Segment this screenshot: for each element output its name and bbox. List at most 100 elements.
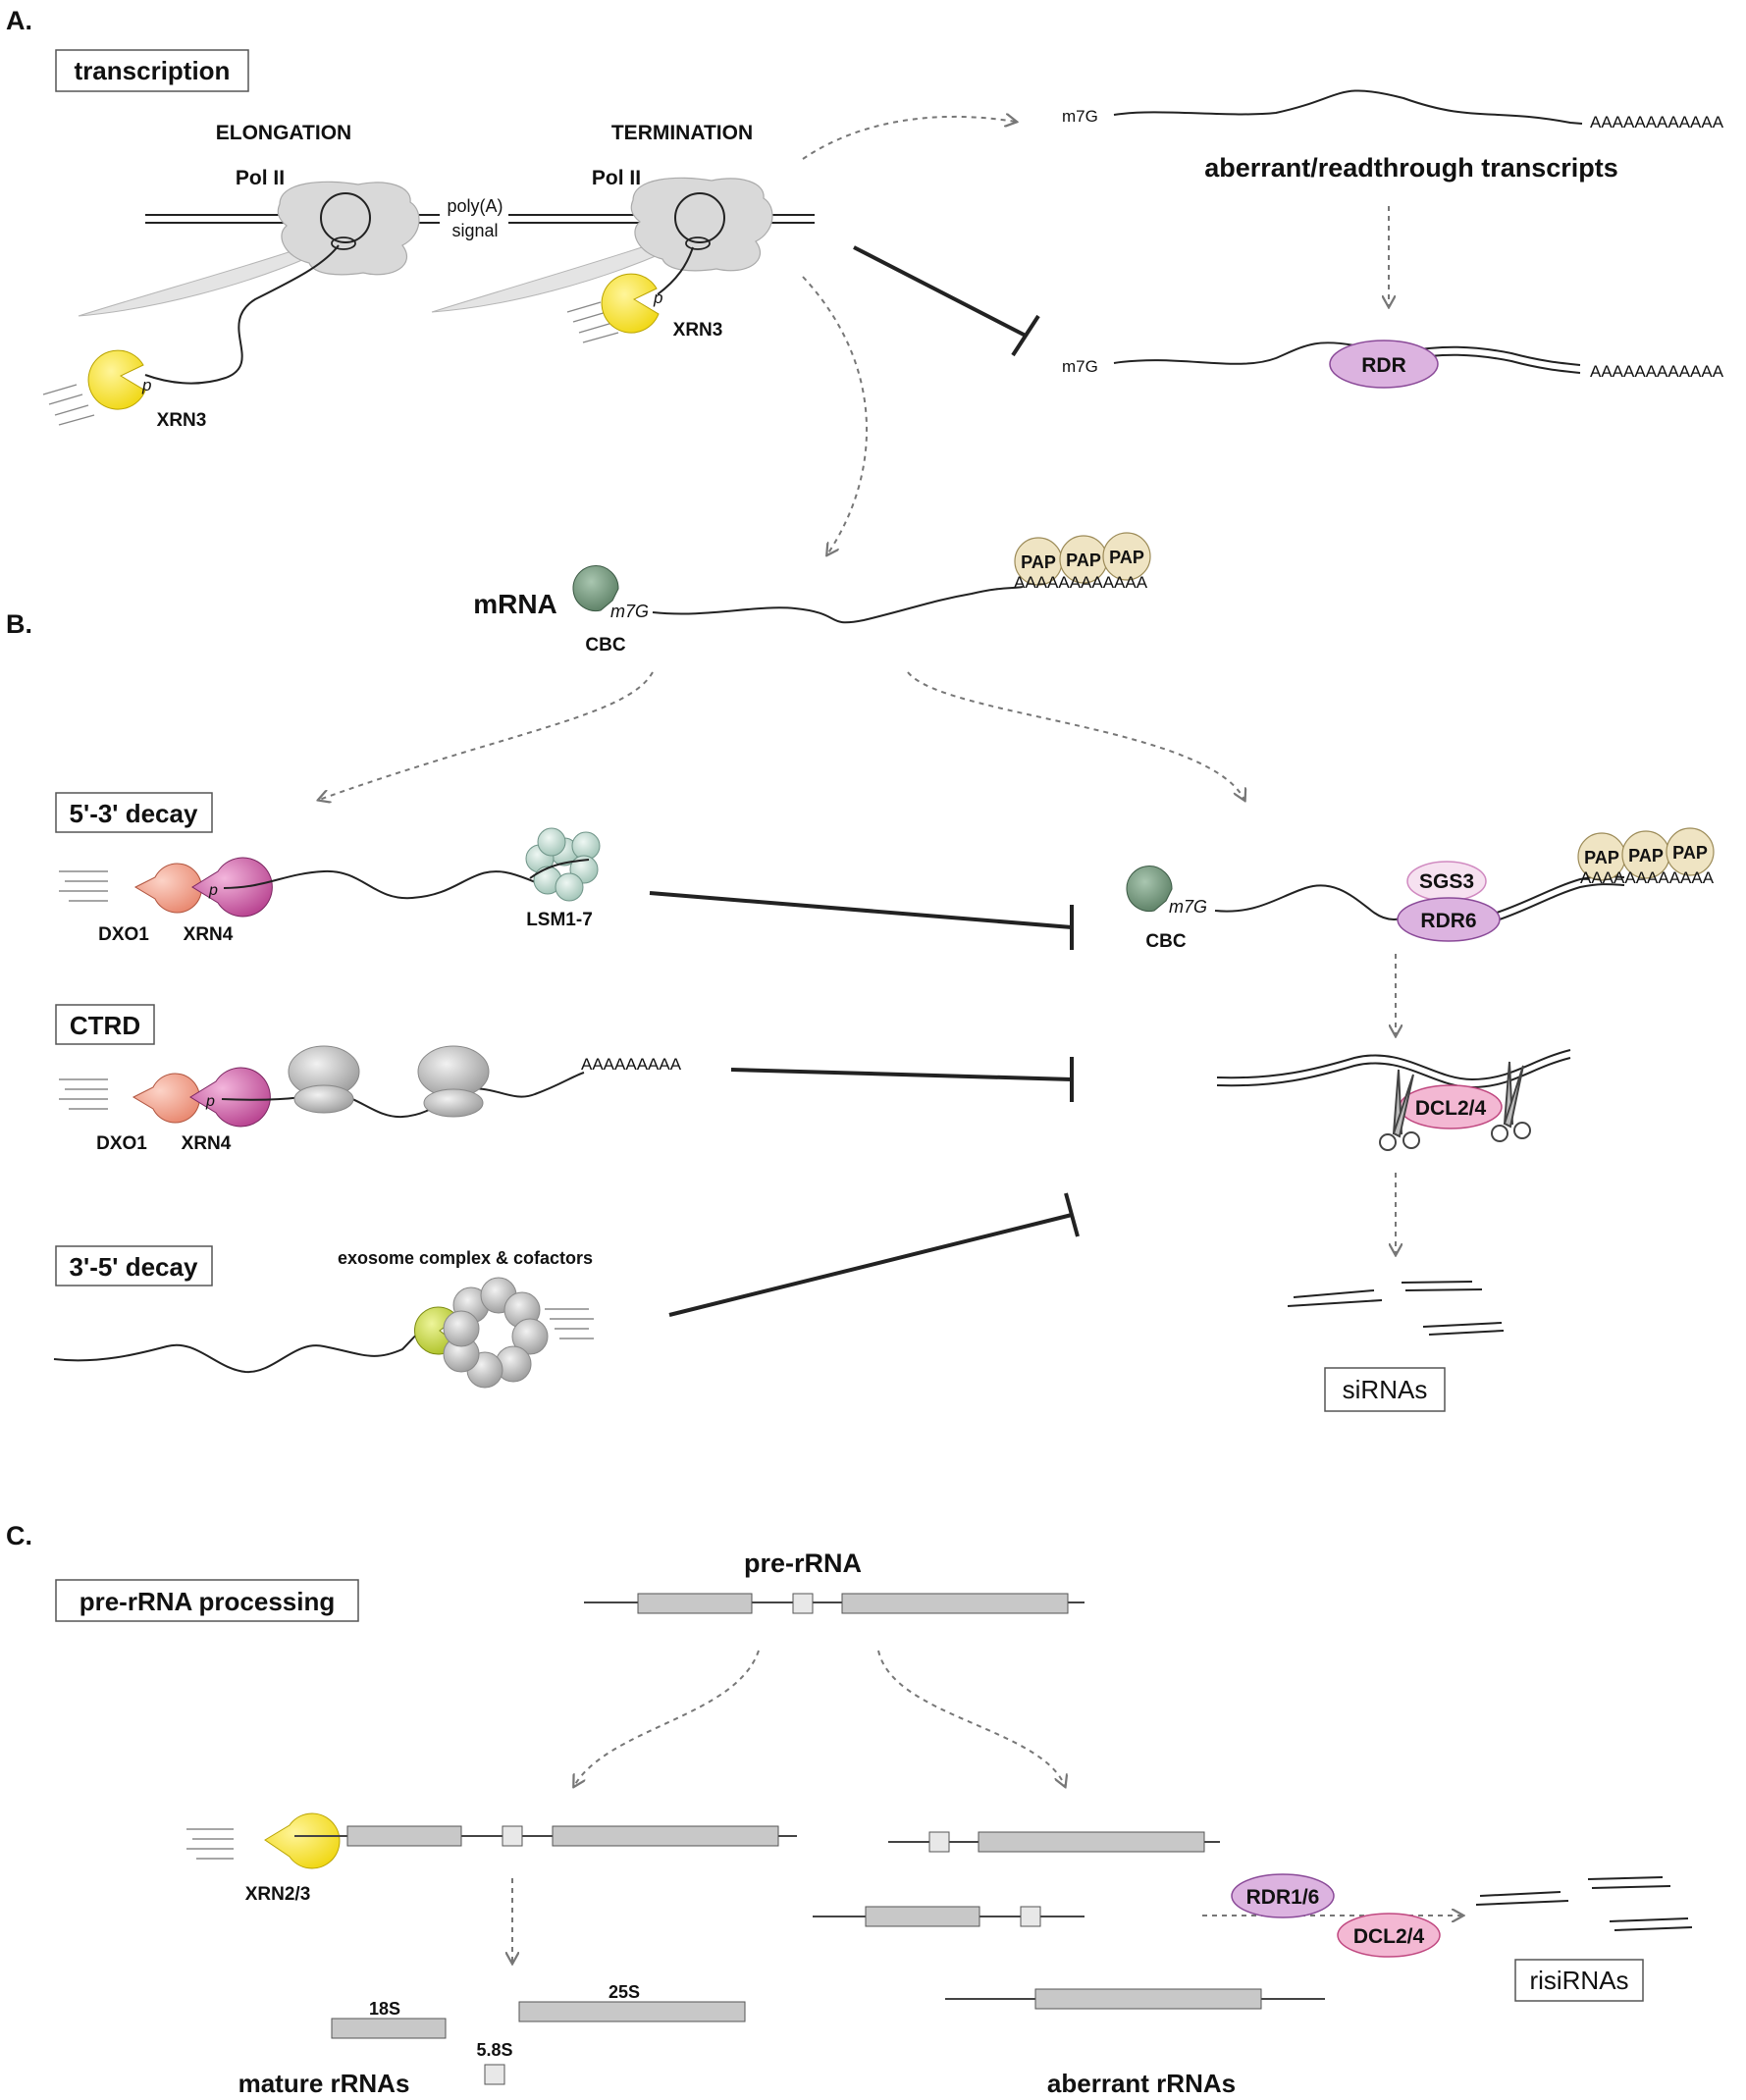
rdr-enzyme (1329, 340, 1439, 389)
decay53-label: 5'-3' decay (70, 799, 198, 828)
pol-ii-left (78, 181, 420, 385)
exosome-ring (443, 1277, 549, 1389)
prerrna-box (55, 1579, 359, 1622)
inhibition-ctrd (730, 1057, 1074, 1102)
sirnas-box (1324, 1367, 1446, 1412)
p-right: p (653, 289, 662, 307)
dxo1-b-label: DXO1 (96, 1133, 147, 1154)
decay35-mrna (53, 1330, 423, 1374)
sgs3-label: SGS3 (1419, 870, 1474, 893)
speed-lines-xrn23 (186, 1828, 234, 1860)
polya-mrna: AAAAAAAAAAAA (1014, 573, 1148, 592)
decay53-box (55, 792, 213, 833)
polya-signal-line1: poly(A) (447, 196, 503, 216)
panel-a-letter: A. (6, 6, 32, 35)
speed-lines-ctrd (59, 1078, 108, 1110)
cbc-right-icon (1126, 866, 1173, 913)
m7g-bottom: m7G (1062, 357, 1098, 376)
ctrd-mrna (221, 1072, 585, 1119)
panel-c-letter: C. (6, 1521, 32, 1550)
arrow-mrna-to-rdr6 (907, 671, 1244, 800)
rdr16-icon (1231, 1873, 1335, 1918)
termination-label: TERMINATION (611, 122, 753, 144)
dxo1-a-icon (133, 863, 202, 914)
polya-bottom: AAAAAAAAAAAA (1590, 362, 1724, 381)
s18-rrna (331, 2018, 447, 2039)
xrn4-b-label: XRN4 (182, 1133, 232, 1154)
inhibition-35 (668, 1192, 1080, 1317)
aberrant-rrna-2 (813, 1906, 1085, 1927)
mrna-label: mRNA (473, 589, 557, 619)
panel-b-letter: B. (6, 609, 32, 639)
arrow-mrna-to-decay (319, 671, 654, 800)
p-a: p (208, 882, 218, 899)
ctrd-label: CTRD (70, 1011, 140, 1040)
s18-label: 18S (369, 1999, 400, 2019)
speed-lines-53 (59, 870, 108, 902)
rdr6-template (1214, 884, 1402, 920)
pap-right-group (1577, 827, 1715, 881)
xrn3-left-label: XRN3 (157, 410, 207, 431)
polya-top: AAAAAAAAAAAA (1590, 113, 1724, 131)
arrow-to-mrna (802, 276, 868, 554)
mrna-strand (652, 586, 1024, 624)
dxo1-a-label: DXO1 (98, 924, 149, 945)
dcl-label: DCL2/4 (1415, 1097, 1487, 1120)
prerrna-processing-label: pre-rRNA processing (79, 1587, 336, 1616)
rdr6-icon (1397, 897, 1501, 942)
prerrna-title: pre-rRNA (744, 1549, 862, 1578)
scissors-right-icon (1491, 1061, 1531, 1142)
speed-lines-35 (545, 1308, 594, 1339)
ribosome-2 (417, 1045, 490, 1118)
aberrant-rrna-3 (945, 1988, 1325, 2010)
m7g-top: m7G (1062, 107, 1098, 126)
pol-ii-right-label: Pol II (592, 167, 641, 189)
s58-rrna (484, 2064, 505, 2085)
decay35-label: 3'-5' decay (70, 1252, 198, 1282)
aberrant-transcript (1113, 89, 1583, 125)
risirnas-box (1514, 1959, 1644, 2002)
dcl24-label: DCL2/4 (1353, 1925, 1425, 1948)
polya-right: AAAAAAAAAAAA (1580, 868, 1715, 887)
cbc-top-icon (572, 565, 619, 612)
pol-ii-right (431, 177, 773, 343)
exosome-label: exosome complex & cofactors (338, 1248, 593, 1268)
prerrna-molecule (584, 1593, 1085, 1614)
ctrd-box (55, 1004, 155, 1045)
scissors-left-icon (1379, 1069, 1420, 1151)
dcl24-icon (1337, 1913, 1441, 1958)
arrow-prerrna-to-mature (574, 1650, 760, 1786)
pap-top-group (1014, 532, 1151, 586)
risirna-duplexes (1475, 1876, 1693, 1931)
aberrant-rrna-1 (888, 1831, 1220, 1853)
mature-rrnas-label: mature rRNAs (238, 2069, 410, 2098)
aberrant-label: aberrant/readthrough transcripts (1204, 153, 1618, 183)
pol-ii-left-label: Pol II (236, 167, 285, 189)
risirnas-label: risiRNAs (1529, 1966, 1628, 1995)
xrn23-label: XRN2/3 (245, 1884, 311, 1905)
xrn23-icon (264, 1812, 341, 1869)
lsm-label: LSM1-7 (526, 910, 593, 930)
aberrant-rrnas-label: aberrant rRNAs (1047, 2069, 1236, 2098)
transcription-box (55, 49, 249, 92)
rdr-label: RDR (1361, 354, 1406, 377)
s25-rrna (518, 2001, 746, 2022)
rdr-template-strand (1113, 341, 1355, 365)
lsm-ring (525, 827, 601, 902)
decay53-mrna (223, 869, 570, 900)
s58-label: 5.8S (476, 2040, 512, 2060)
p-b: p (205, 1093, 215, 1110)
sirnas-label: siRNAs (1343, 1375, 1428, 1404)
ribosome-1 (288, 1045, 360, 1114)
rdr6-label: RDR6 (1420, 910, 1476, 932)
pap-top-2: PAP (1066, 551, 1101, 570)
transcription-label: transcription (75, 56, 231, 85)
inhibition-termination (853, 245, 1040, 357)
xrn3-right-label: XRN3 (673, 320, 723, 341)
arrow-prerrna-to-aberrant (877, 1650, 1065, 1786)
pap-right-3: PAP (1672, 843, 1708, 863)
xrn4-a-label: XRN4 (184, 924, 234, 945)
processing-rrna (294, 1825, 797, 1847)
pap-top-3: PAP (1109, 548, 1144, 567)
